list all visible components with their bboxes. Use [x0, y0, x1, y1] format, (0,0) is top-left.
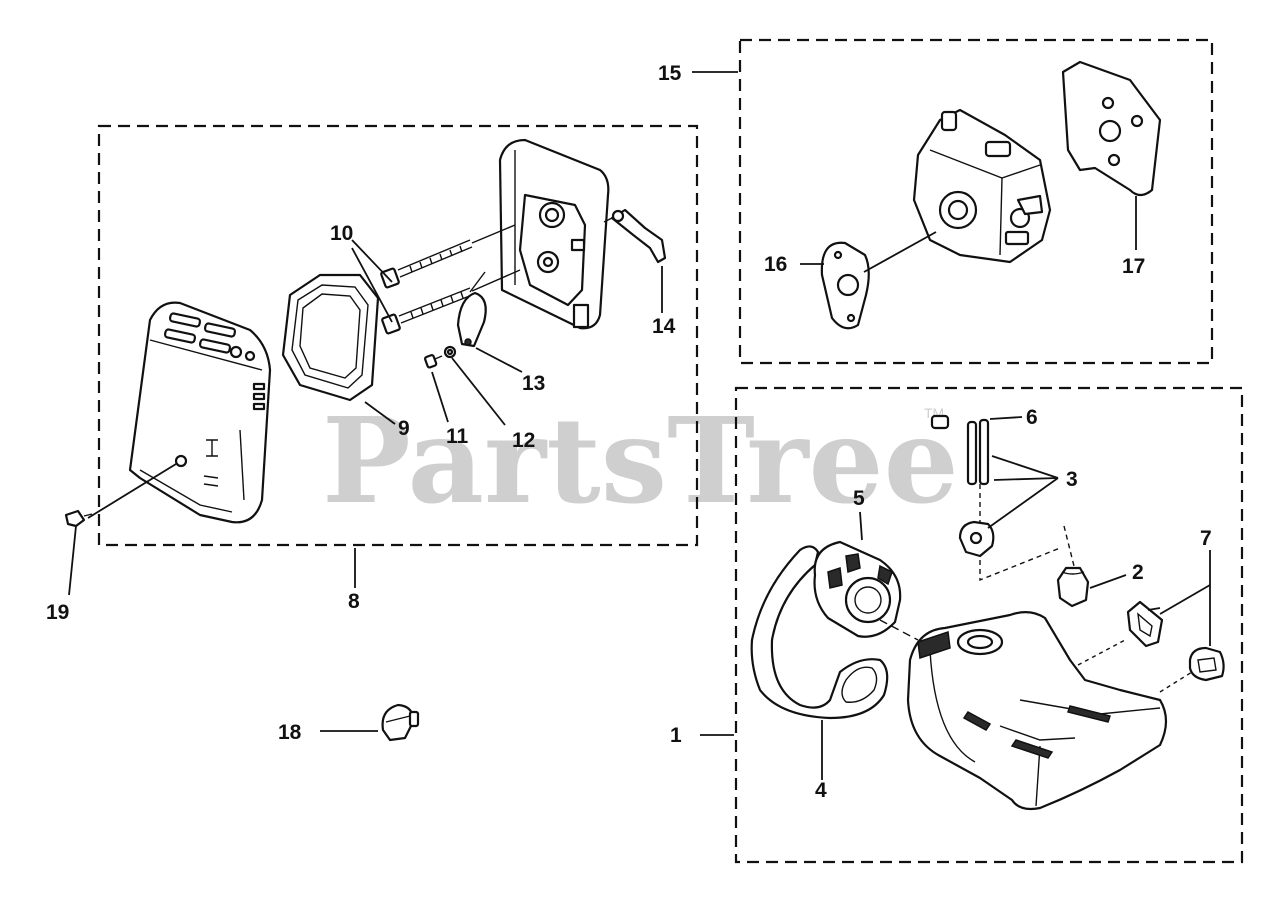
- air-filter-element: [281, 273, 380, 402]
- strap-4: [750, 545, 889, 720]
- callout-17: 17: [1122, 255, 1145, 278]
- callout-14: 14: [652, 315, 676, 338]
- callout-2: 2: [1132, 561, 1144, 584]
- callout-9: 9: [398, 417, 410, 440]
- primer-bulb-18: [381, 703, 420, 742]
- callout-13: 13: [522, 372, 545, 395]
- callout-3: 3: [1066, 468, 1078, 491]
- callout-8: 8: [348, 590, 360, 613]
- air-filter-assembly-box: [97, 124, 699, 547]
- screw-11: [423, 354, 443, 369]
- spacer-7b: [1188, 646, 1225, 682]
- callout-18: 18: [278, 721, 302, 744]
- callout-7: 7: [1200, 527, 1212, 550]
- partstree-watermark: PartsTree: [322, 391, 959, 530]
- fuel-tank-1: [906, 611, 1168, 811]
- carburetor-kit-box: [738, 38, 1214, 365]
- air-filter-base: [498, 138, 610, 330]
- choke-lever-14: [603, 208, 667, 264]
- spacer-7a: [1126, 600, 1164, 648]
- fuel-filter-2: [1056, 566, 1090, 608]
- callout-12: 12: [512, 429, 535, 452]
- grommet-3: [958, 520, 995, 558]
- callout-19: 19: [46, 601, 69, 624]
- gasket-17: [1061, 60, 1162, 197]
- air-filter-cover: [128, 301, 272, 524]
- screw-19: [64, 509, 93, 528]
- gasket-16: [820, 241, 870, 330]
- fuel-line-3: [966, 418, 990, 486]
- callout-4: 4: [815, 779, 827, 802]
- carburetor-16: [912, 108, 1052, 264]
- fuel-cap-5: [813, 540, 902, 638]
- callout-6: 6: [1026, 406, 1038, 429]
- filler-plug-6: [930, 414, 950, 430]
- callout-16: 16: [764, 253, 787, 276]
- callout-15: 15: [658, 62, 682, 85]
- screw-pair-10: [380, 224, 521, 335]
- callout-11: 11: [446, 425, 469, 448]
- leader-lines: [68, 71, 1211, 780]
- callout-5: 5: [853, 487, 865, 510]
- washer-12: [443, 345, 457, 359]
- callout-1: 1: [670, 724, 682, 747]
- choke-plate-13: [456, 271, 487, 348]
- fuel-tank-assembly-box: [734, 386, 1244, 864]
- callout-10: 10: [330, 222, 353, 245]
